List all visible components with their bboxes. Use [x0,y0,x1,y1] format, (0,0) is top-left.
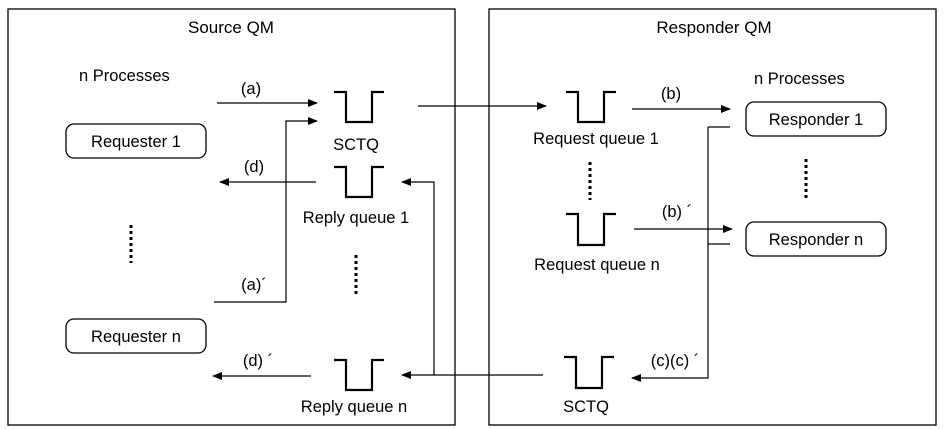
arrow-b-prime-label: (b) ´ [662,203,692,221]
responder-sctq-label: SCTQ [563,398,609,416]
source-sctq-label: SCTQ [333,136,379,154]
reply-queue-1-label: Reply queue 1 [303,209,409,227]
responder-1-box: Responder 1 [745,101,887,137]
arrow-a-label: (a) [241,80,261,98]
requester-n-box: Requester n [65,318,207,354]
arrow-b-label: (b) [661,85,681,103]
arrow-to-reply-queue-1 [401,178,435,375]
arrow-c [631,127,709,382]
responder-sctq-queue-icon [564,355,614,390]
requester-n-label: Requester n [91,328,181,346]
requester-1-box: Requester 1 [65,123,207,159]
source-sctq-queue-icon [334,90,384,124]
arrow-d-label: (d) [244,158,264,176]
source-qm-title: Source QM [188,18,274,37]
arrow-d-prime-label: (d) ´ [243,352,273,370]
request-queue-n-label: Request queue n [534,256,660,274]
responder-processes-label: n Processes [754,70,845,88]
arrow-a-prime-label: (a)´ [241,276,267,294]
responder-qm-title: Responder QM [656,18,771,37]
requester-1-label: Requester 1 [91,133,181,151]
arrow-c-label: (c)(c) ´ [651,352,700,370]
source-processes-label: n Processes [79,67,170,85]
reply-queue-1-icon [334,165,384,199]
reply-queue-n-icon [334,358,384,392]
arrow-a-prime [214,117,318,303]
request-queue-n-icon [566,212,616,247]
request-queue-1-label: Request queue 1 [533,130,659,148]
source-qm-panel [7,8,456,426]
reply-queue-n-label: Reply queue n [301,398,407,416]
responder-qm-panel [488,8,937,426]
request-queue-1-icon [566,90,616,124]
responder-n-box: Responder n [745,221,887,257]
responder-n-label: Responder n [769,231,863,249]
responder-1-label: Responder 1 [769,111,863,129]
